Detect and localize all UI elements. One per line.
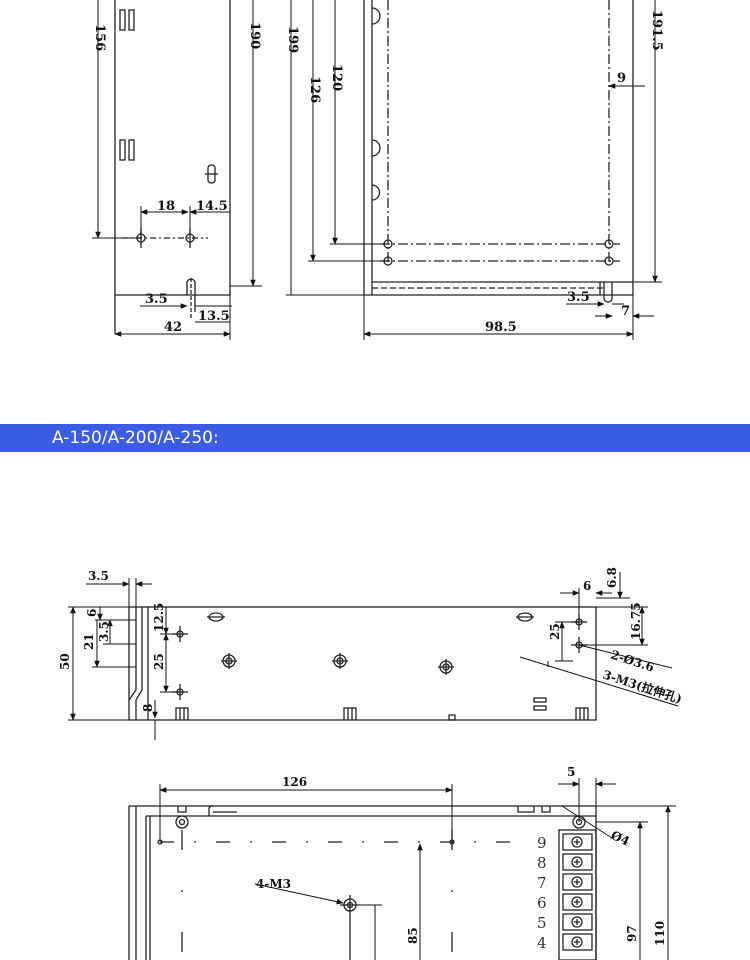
side-view-labels: 3.5 6 12.5 21 3.5 50 25 8 6.8 6 16.75 25… [58, 567, 684, 712]
dim-6-side-left: 6 [85, 609, 99, 617]
dim-98-5: 98.5 [485, 320, 517, 335]
side-view-dimensions [68, 572, 679, 740]
dim-190: 190 [247, 22, 262, 49]
top-right-labels: 199 126 120 191.5 9 3.5 7 98.5 [285, 10, 664, 335]
top-right-dimensions [286, 0, 662, 340]
dim-8: 8 [141, 704, 155, 712]
top-right-view [363, 0, 634, 303]
section-title: A-150/A-200/A-250: [52, 428, 219, 448]
dim-97: 97 [625, 925, 639, 942]
terminal-label-8: 8 [537, 854, 547, 872]
dim-120: 120 [329, 64, 344, 91]
note-4-m3: 4-M3 [256, 877, 291, 891]
dim-12-5: 12.5 [152, 603, 166, 632]
dim-3-5-vert: 3.5 [97, 621, 111, 642]
dim-25-side-left: 25 [152, 653, 166, 670]
dim-110: 110 [653, 921, 667, 946]
section-header: A-150/A-200/A-250: [0, 424, 750, 452]
dim-85: 85 [406, 927, 420, 944]
dim-25-side-right: 25 [548, 623, 562, 640]
dim-5: 5 [567, 765, 575, 779]
side-view [128, 606, 597, 721]
front-view [128, 805, 597, 960]
dim-16-75: 16.75 [629, 602, 643, 640]
dim-21: 21 [82, 633, 96, 650]
terminal-label-6: 6 [537, 894, 547, 912]
note-hole-4: Ø4 [609, 828, 632, 849]
top-left-view [114, 0, 231, 334]
terminal-label-7: 7 [537, 874, 547, 892]
dim-126-front: 126 [282, 775, 307, 789]
dim-191-5: 191.5 [649, 10, 664, 51]
dim-6-8: 6.8 [605, 567, 619, 588]
dim-14-5: 14.5 [196, 199, 228, 214]
front-view-labels: 126 5 Ø4 4-M3 85 97 110 [256, 765, 667, 946]
dim-13-5: 13.5 [198, 309, 230, 324]
dim-3-5-side: 3.5 [88, 569, 109, 583]
terminal-label-5: 5 [537, 914, 547, 932]
dim-7: 7 [621, 304, 630, 319]
dim-3-5-left: 3.5 [145, 292, 168, 307]
slot-symbols [207, 612, 534, 622]
dim-199: 199 [285, 26, 300, 53]
front-view-dimensions [159, 778, 676, 960]
dim-9: 9 [617, 71, 626, 86]
terminal-label-4: 4 [537, 934, 547, 952]
terminal-label-9: 9 [537, 834, 547, 852]
screw-symbols [221, 653, 454, 675]
top-left-labels: 156 190 18 14.5 3.5 13.5 42 [92, 22, 262, 335]
top-left-dimensions [92, 0, 262, 340]
dim-126-top: 126 [307, 76, 322, 103]
terminal-numbers: 9 8 7 6 5 4 [537, 834, 547, 952]
dim-156: 156 [92, 24, 107, 51]
dim-42: 42 [164, 320, 182, 335]
dim-18: 18 [157, 199, 175, 214]
dim-6-side-right: 6 [583, 579, 591, 593]
dim-50: 50 [58, 653, 72, 670]
dim-3-5-right: 3.5 [567, 290, 590, 305]
